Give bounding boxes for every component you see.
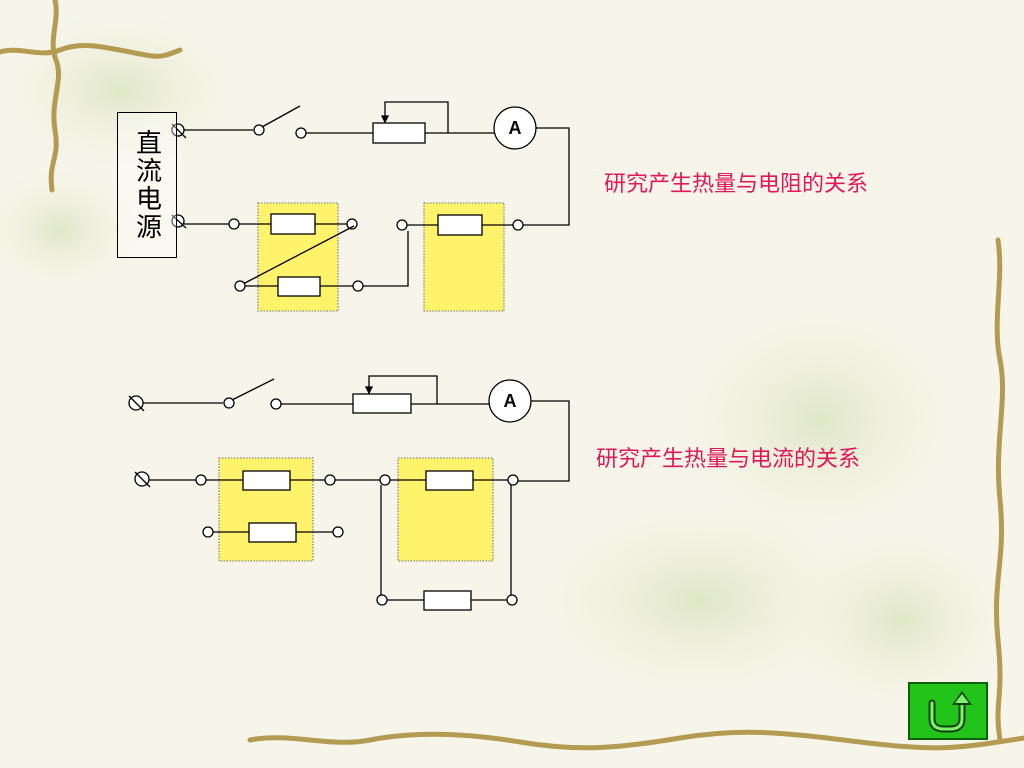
ammeter-label: A [509, 118, 522, 138]
switch [261, 105, 301, 128]
caption-heat-vs-resistance: 研究产生热量与电阻的关系 [604, 172, 869, 197]
resistor [277, 276, 321, 297]
return-button[interactable] [908, 682, 988, 740]
return-arrow-icon [928, 691, 972, 733]
switch-contact [253, 124, 265, 136]
vine-decoration [48, 0, 62, 193]
vine-decoration [0, 43, 183, 59]
resistor [437, 214, 483, 236]
resistor [423, 590, 472, 611]
circuit-current: A [128, 375, 570, 611]
circuit-resistance: A [171, 101, 570, 312]
switch [231, 378, 275, 401]
vine-decoration [994, 237, 1006, 743]
rheostat [352, 393, 412, 414]
switch-contact [270, 398, 282, 410]
ammeter-label: A [504, 391, 517, 411]
vine-decoration [247, 729, 1024, 751]
power-source-label: 直流电源 [117, 112, 177, 258]
resistor [270, 213, 316, 235]
caption-heat-vs-current: 研究产生热量与电流的关系 [596, 447, 861, 472]
switch-contact [223, 397, 235, 409]
resistor [248, 522, 297, 543]
rheostat [372, 122, 426, 144]
switch-contact [295, 127, 307, 139]
power-source-text: 直流电源 [131, 129, 162, 241]
resistor [425, 470, 474, 491]
resistor [242, 470, 291, 491]
